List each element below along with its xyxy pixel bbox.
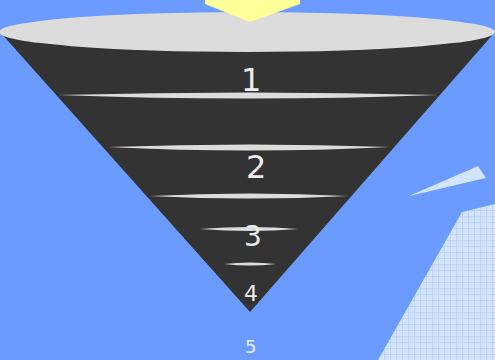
band-separator [224,263,276,266]
input-arrow [205,0,300,22]
band-separator [108,145,390,151]
layer-number: 4 [244,283,258,305]
callout-pointer [409,166,486,196]
band-separator [150,194,348,199]
cone-body [0,32,495,312]
layer-number: 3 [244,223,262,251]
grid-panel [378,204,495,360]
layer-number: 1 [241,64,261,96]
layer-number: 2 [246,151,266,183]
layer-number: 5 [245,338,256,356]
